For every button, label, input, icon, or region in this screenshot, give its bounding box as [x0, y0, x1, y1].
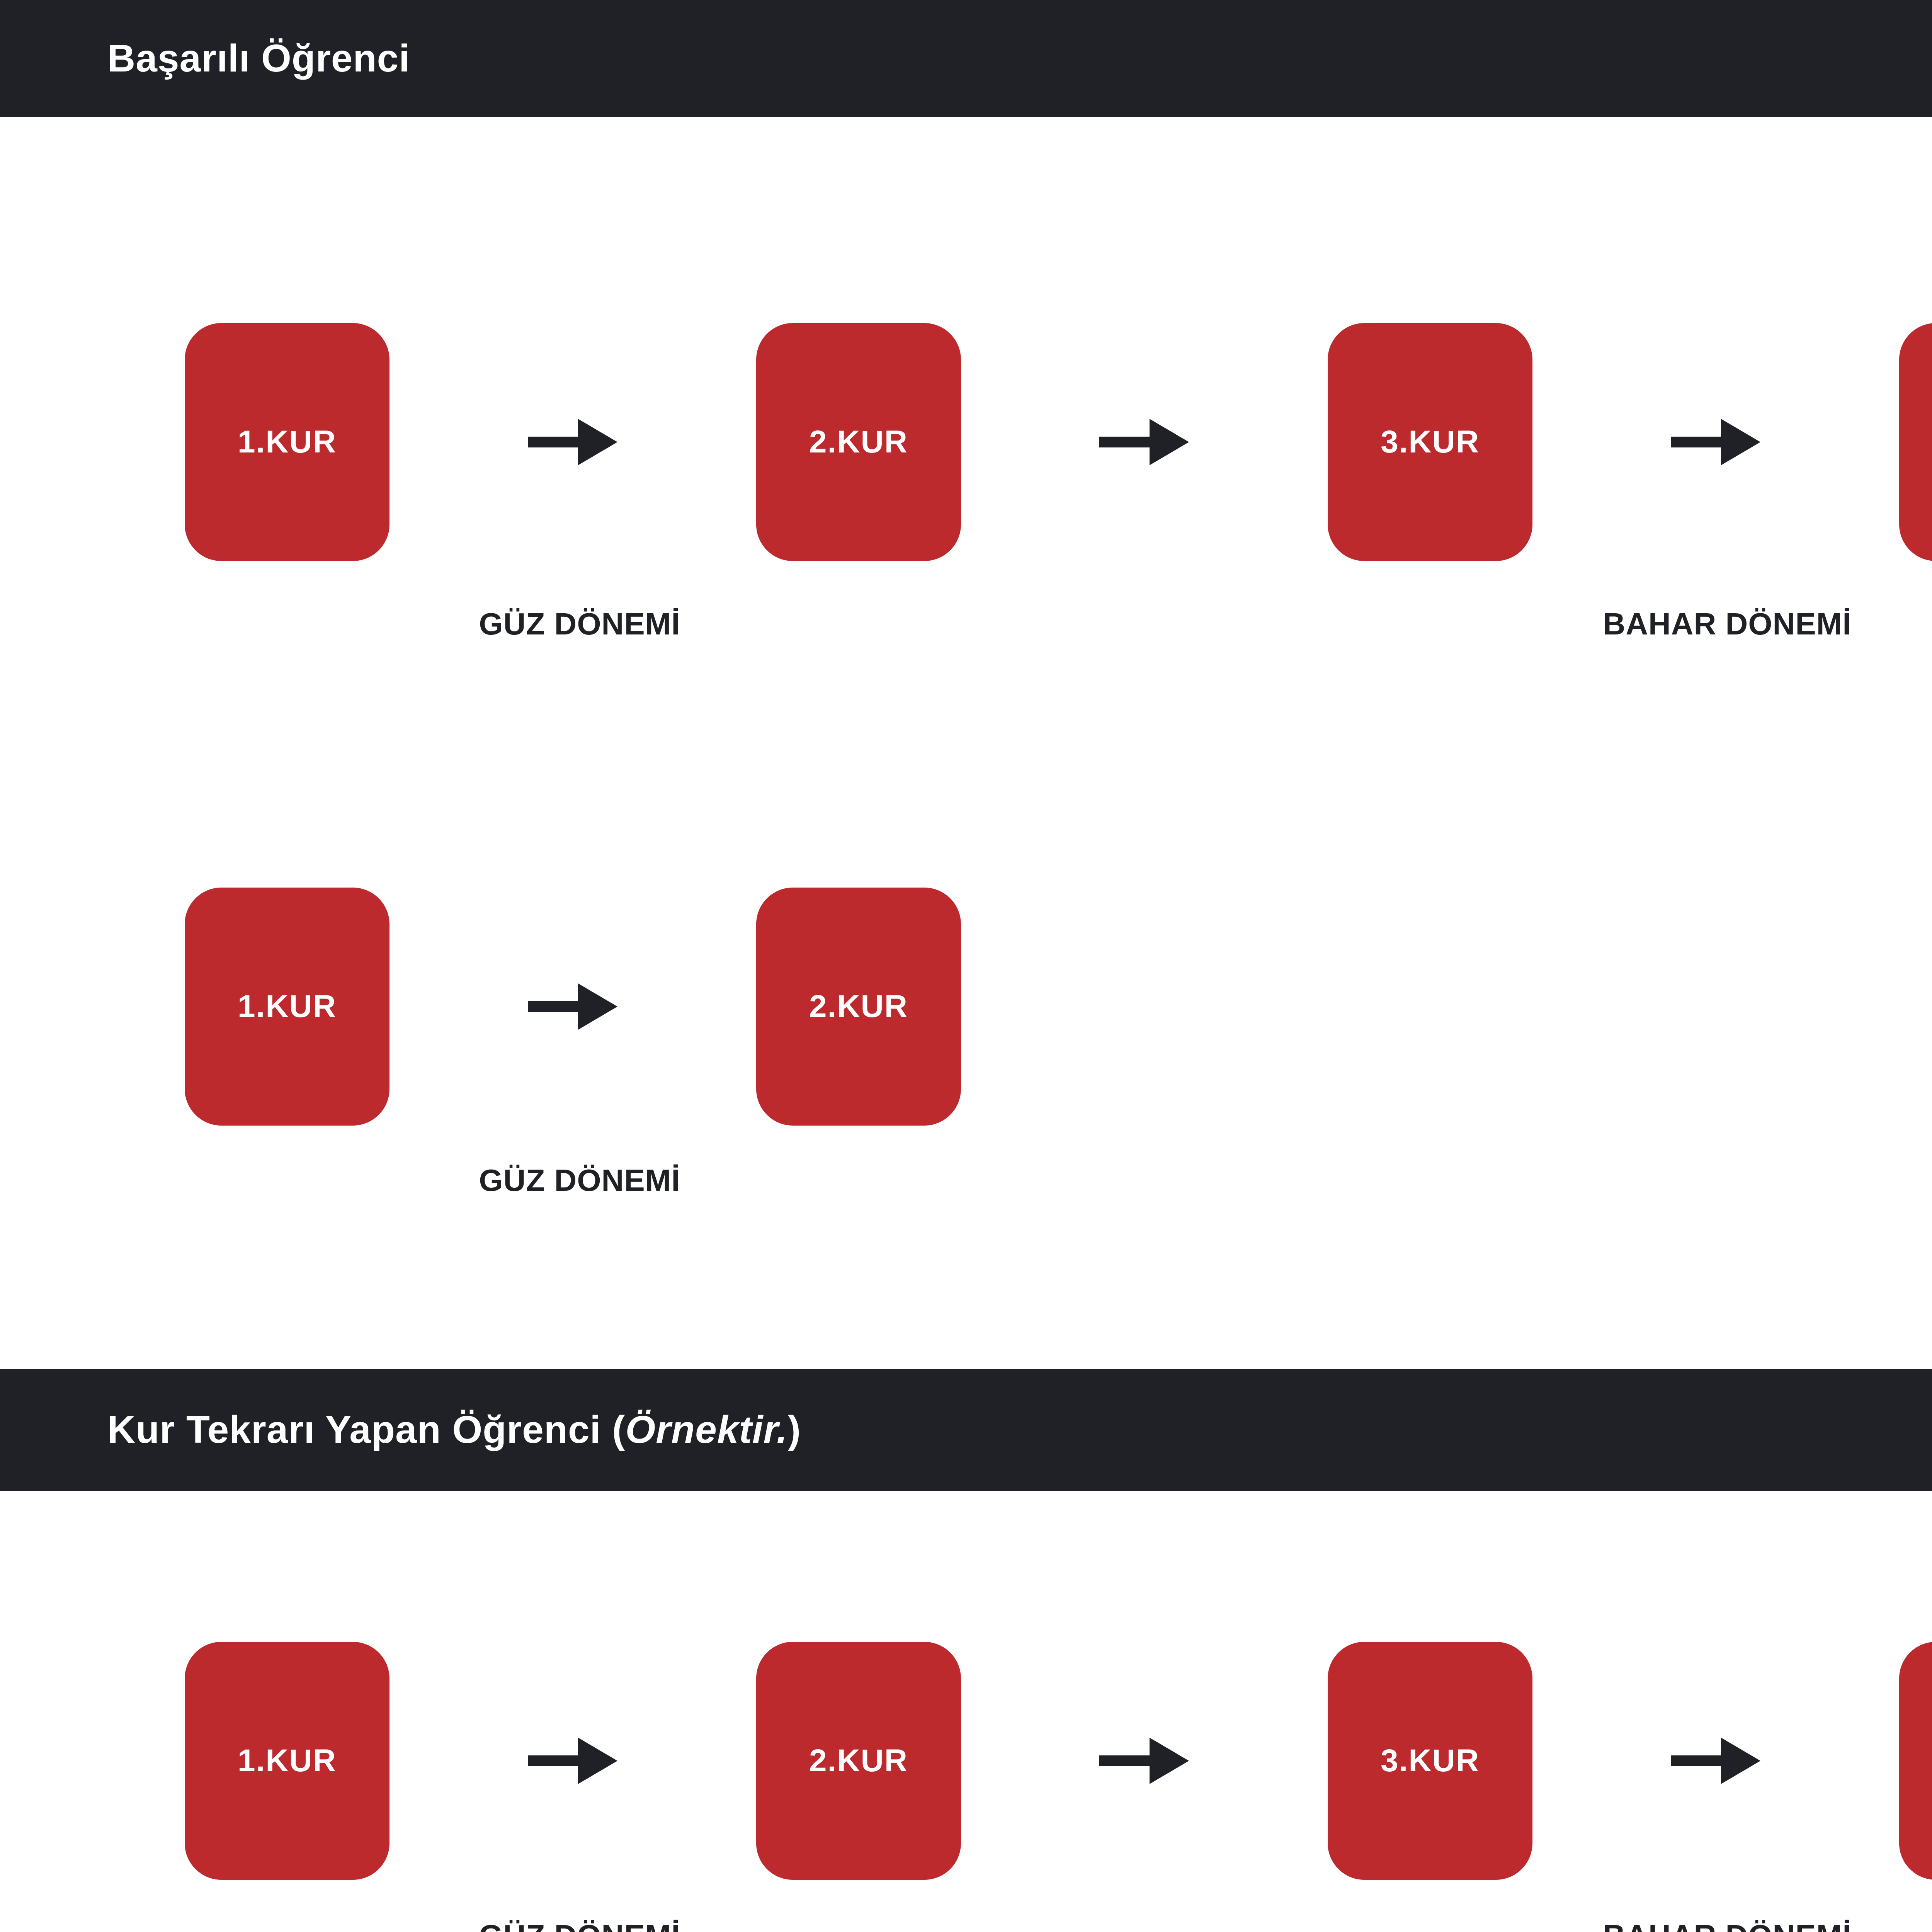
arrow-right-icon	[1671, 419, 1760, 465]
arrow-right-icon	[528, 983, 617, 1030]
course-box-label: 2.KUR	[809, 424, 908, 459]
fall-semester-label: GÜZ DÖNEMİ	[479, 1163, 680, 1197]
course-box-label: 3.KUR	[1380, 424, 1480, 459]
course-box-1kur: 1.KUR	[185, 323, 389, 561]
section-title-italic: Örnektir.	[625, 1408, 788, 1451]
arrow-right-icon	[1671, 1738, 1760, 1784]
course-box-3kur: 3.KUR	[1328, 323, 1532, 561]
fall-semester-label: GÜZ DÖNEMİ	[479, 607, 680, 641]
fall-semester-label: GÜZ DÖNEMİ	[479, 1918, 680, 1932]
course-box-label: 1.KUR	[237, 989, 337, 1024]
spring-semester-label: BAHAR DÖNEMİ	[1603, 607, 1852, 641]
arrow-right-icon	[528, 419, 617, 465]
section-title-suffix: )	[787, 1408, 801, 1451]
course-box-label: 1.KUR	[237, 1743, 337, 1778]
course-box-label: 1.KUR	[237, 424, 337, 459]
section-title: Kur Tekrarı Yapan Öğrenci (Örnektir.)	[107, 1408, 801, 1452]
course-box-label: 3.KUR	[1380, 1743, 1480, 1778]
course-box-2kur: 2.KUR	[756, 888, 961, 1126]
course-box-2kur: 2.KUR	[756, 323, 961, 561]
section-header-course-repeat-student: Kur Tekrarı Yapan Öğrenci (Örnektir.)	[0, 1369, 1932, 1491]
course-box-2kur: 2.KUR	[756, 1642, 961, 1880]
section-header-successful-student: Başarılı Öğrenci	[0, 0, 1932, 117]
course-box-4kur: 4.KUR	[1899, 1642, 1932, 1880]
section-title-prefix: Kur Tekrarı Yapan Öğrenci (	[107, 1408, 626, 1451]
course-box-1kur: 1.KUR	[185, 1642, 389, 1880]
arrow-right-icon	[528, 1738, 617, 1784]
course-box-label: 2.KUR	[809, 1743, 908, 1778]
course-box-label: 2.KUR	[809, 989, 908, 1024]
section-title: Başarılı Öğrenci	[107, 37, 410, 80]
course-box-4kur: 4.KUR	[1899, 323, 1932, 561]
arrow-right-icon	[1099, 419, 1189, 465]
course-box-1kur: 1.KUR	[185, 888, 389, 1126]
arrow-right-icon	[1099, 1738, 1189, 1784]
spring-semester-label: BAHAR DÖNEMİ	[1603, 1918, 1851, 1932]
course-box-3kur: 3.KUR	[1328, 1642, 1532, 1880]
